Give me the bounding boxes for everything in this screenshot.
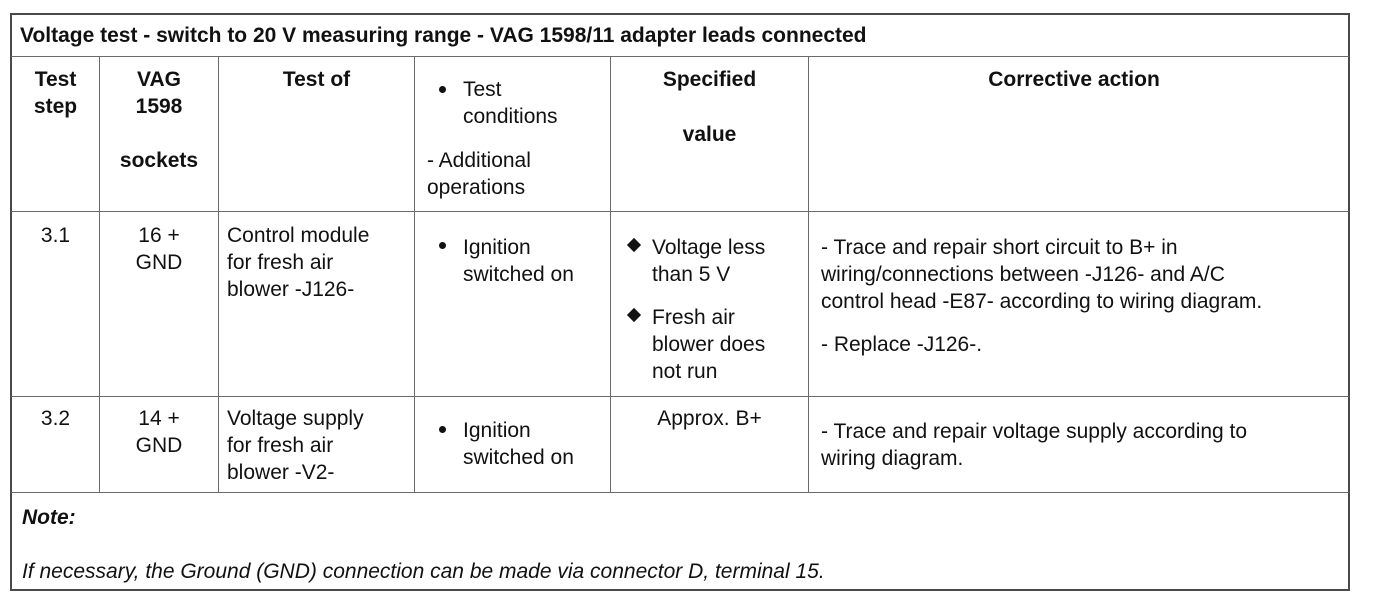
row-line: GND	[135, 434, 183, 457]
header-line: conditions	[463, 105, 558, 128]
row-line: Voltage less	[652, 236, 766, 259]
header-line: 1598	[135, 95, 183, 118]
row-test-of: Control module for fresh air blower -J12…	[227, 222, 369, 303]
row-specified-item: Voltage less than 5 V	[652, 234, 765, 288]
header-line: operations	[427, 176, 526, 199]
row-line: not run	[652, 360, 718, 383]
row-conditions: Ignition switched on	[463, 417, 574, 471]
header-test-of: Test of	[282, 68, 351, 91]
header-line: VAG	[137, 68, 181, 91]
row-line: GND	[135, 251, 183, 274]
note-divider	[11, 492, 1349, 493]
row-line: for fresh air	[227, 251, 334, 274]
header-specified-value: Specified value	[611, 66, 808, 148]
row-line: for fresh air	[227, 434, 334, 457]
bullet-icon	[439, 242, 446, 249]
column-divider	[218, 56, 219, 492]
header-vag-sockets: VAG 1598 sockets	[100, 66, 218, 174]
row-line: Voltage supply	[227, 407, 364, 430]
row-line: wiring/connections between -J126- and A/…	[821, 263, 1225, 286]
header-corrective-action: Corrective action	[988, 68, 1160, 91]
row-line: Ignition	[463, 236, 531, 259]
row-conditions: Ignition switched on	[463, 234, 574, 288]
note-title: Note:	[22, 506, 76, 529]
row-line: switched on	[463, 263, 574, 286]
note-text: If necessary, the Ground (GND) connectio…	[22, 560, 825, 583]
header-line: - Additional	[427, 149, 531, 172]
column-divider	[414, 56, 415, 492]
row-line: blower -V2-	[227, 461, 335, 484]
column-divider	[610, 56, 611, 492]
header-conditions-additional: - Additional operations	[427, 147, 531, 201]
row-line: - Trace and repair voltage supply accord…	[821, 420, 1248, 443]
row-line: blower -J126-	[227, 278, 355, 301]
header-line: value	[682, 123, 737, 146]
header-divider	[11, 211, 1349, 212]
row-line: blower does	[652, 333, 766, 356]
header-test-step: Test step	[12, 66, 99, 120]
row-corrective-action: - Trace and repair voltage supply accord…	[821, 418, 1247, 472]
column-divider	[99, 56, 100, 492]
column-divider	[808, 56, 809, 492]
row-corrective-action: - Trace and repair short circuit to B+ i…	[821, 234, 1262, 315]
row-line: Ignition	[463, 419, 531, 442]
row-specified-value: Approx. B+	[657, 407, 762, 430]
header-line: step	[33, 95, 78, 118]
row-step: 3.2	[40, 407, 71, 430]
header-line: sockets	[119, 149, 199, 172]
row-line: Fresh air	[652, 306, 735, 329]
row-divider	[11, 396, 1349, 397]
table-title: Voltage test - switch to 20 V measuring …	[20, 24, 867, 47]
row-line: Control module	[227, 224, 370, 247]
row-line: 16 +	[138, 224, 180, 247]
row-line: - Trace and repair short circuit to B+ i…	[821, 236, 1178, 259]
header-line: Test	[463, 78, 502, 101]
title-divider	[11, 56, 1349, 57]
row-specified-item: Fresh air blower does not run	[652, 304, 765, 385]
header-conditions-bullet: Test conditions	[463, 76, 558, 130]
row-test-of: Voltage supply for fresh air blower -V2-	[227, 405, 364, 486]
row-line: control head -E87- according to wiring d…	[821, 290, 1263, 313]
row-line: than 5 V	[652, 263, 731, 286]
row-line: 14 +	[138, 407, 180, 430]
header-line: Specified	[662, 68, 757, 91]
row-line: switched on	[463, 446, 574, 469]
header-line: Test	[34, 68, 77, 91]
row-step: 3.1	[40, 224, 71, 247]
row-sockets: 14 + GND	[100, 405, 218, 459]
bullet-icon	[439, 86, 446, 93]
voltage-test-table	[10, 13, 1350, 591]
bullet-icon	[439, 426, 446, 433]
row-line: wiring diagram.	[821, 447, 964, 470]
row-sockets: 16 + GND	[100, 222, 218, 276]
row-corrective-action: - Replace -J126-.	[821, 333, 983, 356]
